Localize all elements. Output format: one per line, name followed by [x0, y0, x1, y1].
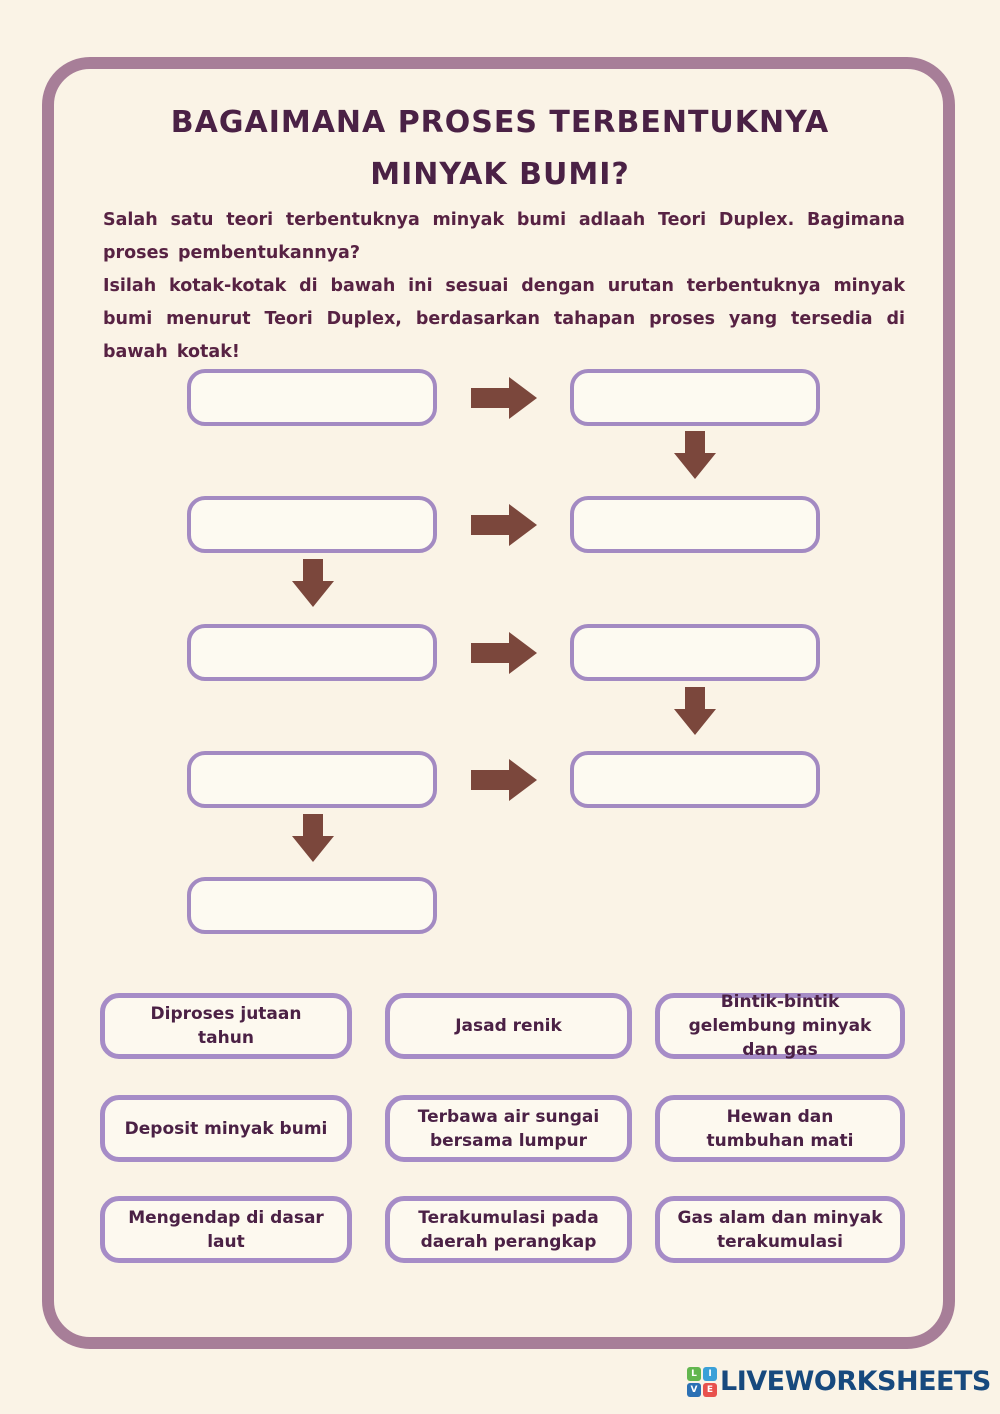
liveworksheets-logo: L I V E LIVEWORKSHEETS — [687, 1366, 991, 1397]
page-title-line-2: MINYAK BUMI? — [370, 157, 630, 192]
flow-slot-8[interactable] — [570, 751, 820, 808]
flow-slot-3[interactable] — [187, 496, 437, 553]
option-card-diproses-jutaan-tahun[interactable]: Diproses jutaan tahun — [100, 993, 352, 1059]
page-title-line-1: BAGAIMANA PROSES TERBENTUKNYA — [170, 105, 830, 140]
worksheet-border — [42, 57, 955, 1349]
instructions: Salah satu teori terbentuknya minyak bum… — [103, 204, 905, 369]
flow-slot-2[interactable] — [570, 369, 820, 426]
option-card-jasad-renik[interactable]: Jasad renik — [385, 993, 632, 1059]
option-card-bintik-bintik-gelembung[interactable]: Bintik-bintik gelembung minyak dan gas — [655, 992, 905, 1060]
arrow-right-icon — [471, 632, 537, 674]
option-card-deposit-minyak-bumi[interactable]: Deposit minyak bumi — [100, 1095, 352, 1162]
logo-square-e: E — [703, 1382, 717, 1397]
flow-slot-1[interactable] — [187, 369, 437, 426]
arrow-right-icon — [471, 504, 537, 546]
logo-square-l: L — [687, 1366, 701, 1381]
arrow-down-icon — [292, 814, 334, 862]
arrow-down-icon — [674, 687, 716, 735]
flow-slot-5[interactable] — [187, 624, 437, 681]
flow-slot-6[interactable] — [570, 624, 820, 681]
instructions-paragraph-2: Isilah kotak-kotak di bawah ini sesuai d… — [103, 276, 905, 362]
logo-square-i: I — [703, 1366, 717, 1381]
flow-slot-9[interactable] — [187, 877, 437, 934]
option-card-terbawa-air-sungai[interactable]: Terbawa air sungai bersama lumpur — [385, 1095, 632, 1162]
instructions-paragraph-1: Salah satu teori terbentuknya minyak bum… — [103, 210, 905, 263]
arrow-down-icon — [292, 559, 334, 607]
brand-name: LIVEWORKSHEETS — [720, 1366, 991, 1397]
flow-slot-4[interactable] — [570, 496, 820, 553]
flow-slot-7[interactable] — [187, 751, 437, 808]
page-title: BAGAIMANA PROSES TERBENTUKNYA MINYAK BUM… — [0, 97, 1000, 201]
option-card-terakumulasi-pada-perangkap[interactable]: Terakumulasi pada daerah perangkap — [385, 1196, 632, 1263]
liveworksheets-grid-icon: L I V E — [687, 1366, 717, 1397]
arrow-down-icon — [674, 431, 716, 479]
logo-square-v: V — [687, 1382, 701, 1397]
arrow-right-icon — [471, 759, 537, 801]
arrow-right-icon — [471, 377, 537, 419]
option-card-gas-alam-dan-minyak[interactable]: Gas alam dan minyak terakumulasi — [655, 1196, 905, 1263]
option-card-mengendap-di-dasar-laut[interactable]: Mengendap di dasar laut — [100, 1196, 352, 1263]
option-card-hewan-dan-tumbuhan-mati[interactable]: Hewan dan tumbuhan mati — [655, 1095, 905, 1162]
